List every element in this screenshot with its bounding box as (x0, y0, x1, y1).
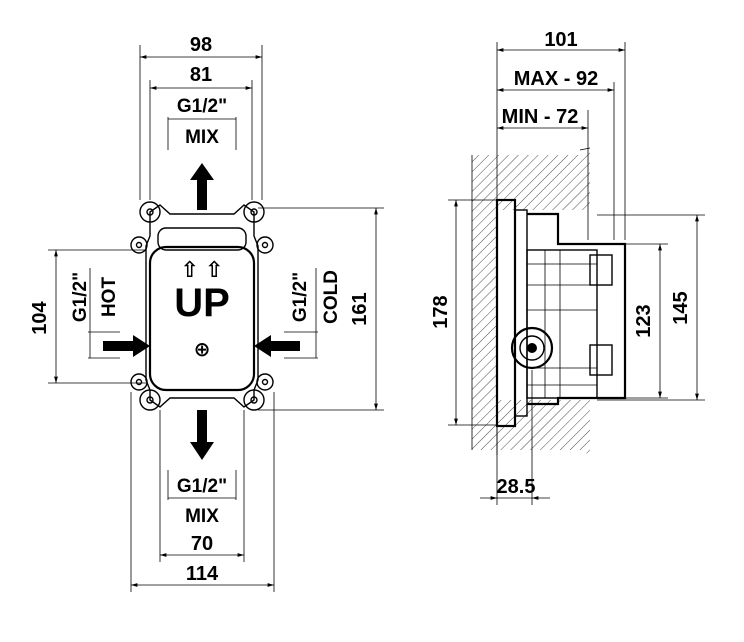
front-view: 98 81 G1/2" MIX (29, 34, 384, 592)
dim-101-label: 101 (544, 29, 577, 51)
top-flow-arrow (190, 163, 214, 210)
dim-28-5-label: 28.5 (497, 476, 536, 498)
side-view: 101 MAX - 92 MIN - 72 (430, 29, 705, 505)
dim-98-label: 98 (190, 34, 212, 56)
dim-145-label: 145 (670, 291, 692, 324)
dimension-min: MIN - 72 (497, 106, 589, 240)
bottom-flow-arrow (190, 410, 214, 460)
dim-178-label: 178 (430, 295, 452, 328)
dimension-114: 114 (130, 392, 275, 592)
left-port-thread: G1/2" (70, 272, 91, 322)
dim-104-label: 104 (29, 300, 51, 334)
right-port-label: COLD (321, 270, 342, 324)
dim-81-label: 81 (190, 64, 212, 86)
mixer-body: ⇧ ⇧ UP ⊕ (130, 201, 274, 411)
dimension-81: 81 (149, 64, 253, 200)
dim-max-label: MAX - 92 (514, 68, 598, 90)
top-port-label: MIX (185, 127, 219, 148)
right-port: 161 G1/2" COLD (254, 207, 384, 411)
dim-min-label: MIN - 72 (502, 106, 579, 128)
up-marking: UP (174, 281, 230, 325)
side-body (495, 198, 627, 428)
right-port-thread: G1/2" (290, 272, 311, 322)
top-port: G1/2" MIX (167, 96, 237, 210)
dim-161-label: 161 (349, 292, 371, 325)
dimension-70: 70 (159, 410, 245, 562)
dimension-98: 98 (139, 34, 263, 200)
left-port: 104 G1/2" HOT (29, 249, 150, 384)
dim-70-label: 70 (191, 533, 213, 555)
bottom-port: G1/2" MIX (167, 410, 237, 527)
dim-123-label: 123 (633, 304, 655, 337)
dimension-max: MAX - 92 (497, 68, 615, 240)
bottom-port-thread: G1/2" (177, 476, 227, 497)
left-flow-arrow (103, 335, 150, 357)
center-mark: ⊕ (194, 339, 211, 361)
dimension-178: 178 (430, 199, 497, 426)
dimension-145: 145 (597, 214, 705, 401)
up-arrows: ⇧ ⇧ (181, 257, 224, 282)
dimension-28-5: 28.5 (480, 370, 550, 505)
bottom-port-label: MIX (185, 506, 219, 527)
left-port-label: HOT (99, 277, 120, 318)
top-port-thread: G1/2" (177, 96, 227, 117)
right-flow-arrow (254, 335, 300, 357)
dim-114-label: 114 (186, 563, 219, 585)
dimension-123: 123 (625, 243, 668, 399)
